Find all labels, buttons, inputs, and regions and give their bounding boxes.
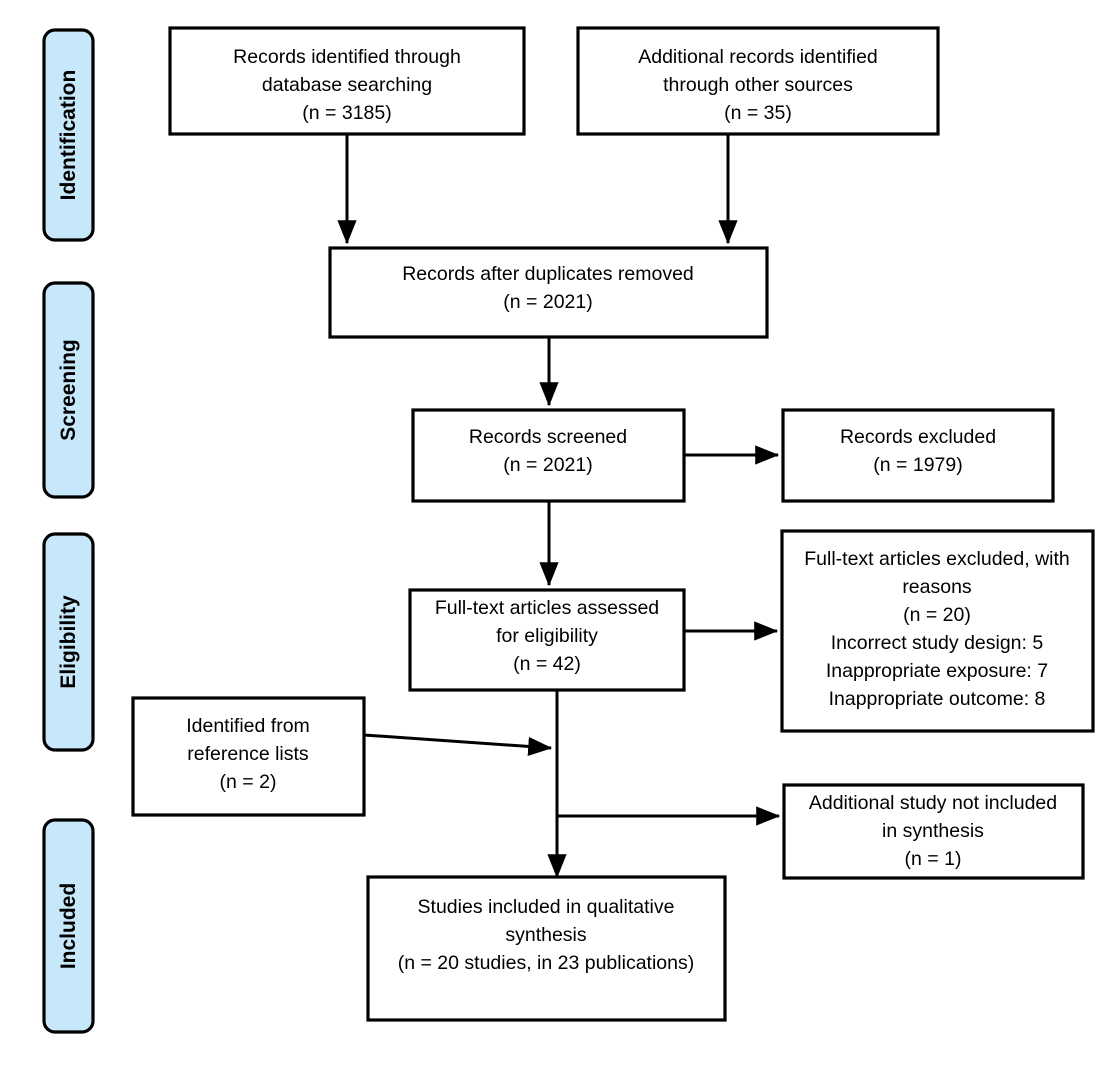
node-studies-included-qualitative-synthesis-line-2: synthesis — [505, 924, 587, 946]
node-fulltext-articles-assessed-line-1: Full-text articles assessed — [435, 597, 659, 619]
node-records-identified-database-line-2: database searching — [262, 74, 432, 96]
node-records-screened-shape — [411, 408, 686, 503]
stage-band-eligibility-label: Eligibility — [57, 595, 80, 689]
node-fulltext-articles-assessed[interactable]: Full-text articles assessed for eligibil… — [408, 588, 686, 692]
stage-band-included-label: Included — [57, 883, 80, 969]
node-studies-included-qualitative-synthesis[interactable]: Studies included in qualitative synthesi… — [366, 875, 727, 1022]
node-records-excluded-line-2: (n = 1979) — [873, 454, 962, 476]
node-records-identified-database-shape — [168, 26, 526, 136]
node-records-identified-database-line-1: Records identified through — [233, 46, 461, 68]
node-fulltext-articles-excluded-line-2: reasons — [902, 576, 972, 598]
node-studies-included-qualitative-synthesis-line-1: Studies included in qualitative — [418, 896, 675, 918]
node-records-identified-database-line-3: (n = 3185) — [302, 102, 391, 124]
node-fulltext-articles-assessed-shape — [408, 588, 686, 692]
stage-band-screening-label: Screening — [57, 339, 80, 441]
node-additional-records-other-sources[interactable]: Additional records identified through ot… — [576, 26, 940, 136]
node-fulltext-articles-excluded-line-4: Incorrect study design: 5 — [831, 632, 1044, 654]
node-records-screened-line-1: Records screened — [469, 426, 627, 448]
node-additional-study-not-included-line-3: (n = 1) — [905, 848, 962, 870]
node-fulltext-articles-assessed-line-2: for eligibility — [496, 625, 598, 647]
stage-band-screening[interactable]: Screening — [42, 281, 95, 499]
node-records-after-duplicates-removed-shape — [328, 246, 769, 339]
node-identified-from-reference-lists[interactable]: Identified from reference lists (n = 2) — [131, 696, 366, 817]
stage-band-identification[interactable]: Identification — [42, 28, 95, 242]
node-additional-records-other-sources-line-1: Additional records identified — [638, 46, 878, 68]
stage-band-included-shape — [42, 818, 95, 1034]
stage-band-screening-shape — [42, 281, 95, 499]
node-records-screened-line-2: (n = 2021) — [503, 454, 592, 476]
node-studies-included-qualitative-synthesis-line-3: (n = 20 studies, in 23 publications) — [398, 952, 694, 974]
node-records-after-duplicates-removed-line-1: Records after duplicates removed — [402, 263, 694, 285]
node-studies-included-qualitative-synthesis-shape — [366, 875, 727, 1022]
node-records-identified-database[interactable]: Records identified through database sear… — [168, 26, 526, 136]
node-identified-from-reference-lists-shape — [131, 696, 366, 817]
stage-band-eligibility-shape — [42, 532, 95, 752]
node-additional-study-not-included-line-2: in synthesis — [882, 820, 984, 842]
connector-reference-lists-to-spine — [363, 733, 553, 756]
node-records-excluded-shape — [781, 408, 1055, 503]
node-records-excluded-line-1: Records excluded — [840, 426, 996, 448]
node-identified-from-reference-lists-line-3: (n = 2) — [220, 771, 277, 793]
node-additional-records-other-sources-line-2: through other sources — [663, 74, 853, 96]
node-additional-study-not-included[interactable]: Additional study not included in synthes… — [782, 783, 1085, 880]
node-fulltext-articles-excluded[interactable]: Full-text articles excluded, with reason… — [780, 529, 1095, 733]
node-fulltext-articles-excluded-shape — [780, 529, 1095, 733]
node-identified-from-reference-lists-line-1: Identified from — [186, 715, 310, 737]
stage-band-eligibility[interactable]: Eligibility — [42, 532, 95, 752]
stage-band-included[interactable]: Included — [42, 818, 95, 1034]
node-identified-from-reference-lists-line-2: reference lists — [187, 743, 309, 765]
node-fulltext-articles-excluded-line-3: (n = 20) — [903, 604, 971, 626]
node-additional-study-not-included-shape — [782, 783, 1085, 880]
node-fulltext-articles-excluded-line-5: Inappropriate exposure: 7 — [826, 660, 1048, 682]
node-additional-records-other-sources-line-3: (n = 35) — [724, 102, 792, 124]
node-additional-records-other-sources-shape — [576, 26, 940, 136]
node-records-after-duplicates-removed-line-2: (n = 2021) — [503, 291, 592, 313]
stage-band-identification-label: Identification — [57, 70, 80, 201]
node-additional-study-not-included-line-1: Additional study not included — [809, 792, 1057, 814]
node-records-excluded[interactable]: Records excluded (n = 1979) — [781, 408, 1055, 503]
node-records-after-duplicates-removed[interactable]: Records after duplicates removed (n = 20… — [328, 246, 769, 339]
node-fulltext-articles-excluded-line-6: Inappropriate outcome: 8 — [829, 688, 1046, 710]
node-records-screened[interactable]: Records screened (n = 2021) — [411, 408, 686, 503]
stage-band-identification-shape — [42, 28, 95, 242]
node-fulltext-articles-assessed-line-3: (n = 42) — [513, 653, 581, 675]
node-fulltext-articles-excluded-line-1: Full-text articles excluded, with — [804, 548, 1070, 570]
